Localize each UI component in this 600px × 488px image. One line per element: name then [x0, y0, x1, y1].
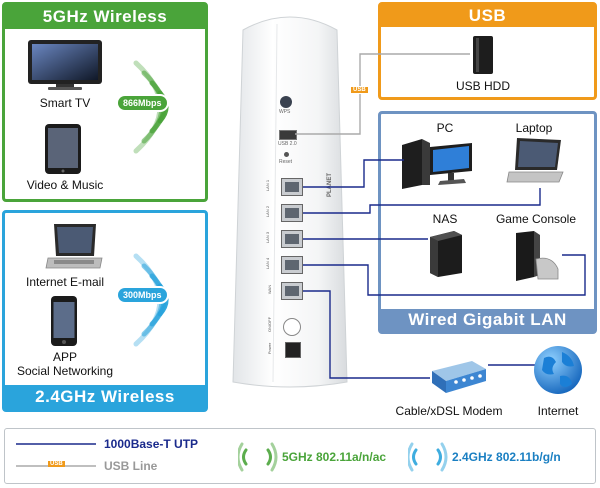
speed-badge-300: 300Mbps: [118, 288, 167, 302]
tablet-icon: [45, 124, 81, 174]
power-switch[interactable]: [283, 318, 301, 336]
modem-label: Cable/xDSL Modem: [395, 404, 503, 418]
legend-5ghz-label: 5GHz 802.11a/n/ac: [282, 450, 387, 464]
usb-port[interactable]: [279, 130, 297, 140]
nas-label: NAS: [432, 212, 458, 226]
laptop-label: Laptop: [515, 121, 553, 135]
game-console-icon: [516, 231, 559, 281]
panel-usb-title: USB: [381, 5, 594, 27]
legend-usb-label: USB Line: [104, 459, 158, 473]
smartphone-icon: [51, 296, 77, 346]
lan1-port[interactable]: [281, 178, 303, 196]
wps-button[interactable]: [280, 96, 292, 108]
panel-24ghz-title: 2.4GHz Wireless: [5, 385, 205, 409]
laptop-icon: [45, 224, 103, 269]
panel-5ghz-wireless: 5GHz Wireless: [2, 2, 208, 202]
smart-tv-label: Smart TV: [39, 96, 91, 110]
legend-utp-label: 1000Base-T UTP: [104, 437, 199, 451]
internet-label: Internet: [537, 404, 579, 418]
nas-icon: [430, 231, 462, 277]
lan2-port[interactable]: [281, 204, 303, 222]
usb-tag: USB: [350, 86, 369, 94]
panel-5ghz-title: 5GHz Wireless: [5, 5, 205, 29]
usb-hdd-label: USB HDD: [455, 79, 510, 93]
wan-cable: [303, 290, 430, 379]
legend-box: [4, 428, 596, 484]
social-networking-label: Social Networking: [16, 364, 114, 378]
legend-5ghz-waves-icon: [238, 442, 278, 472]
video-music-label: Video & Music: [26, 178, 104, 192]
lan3-port[interactable]: [281, 230, 303, 248]
usb-line: [295, 53, 470, 135]
router-device: [232, 16, 348, 388]
wan-port[interactable]: [281, 282, 303, 300]
lan4-port[interactable]: [281, 256, 303, 274]
reset-button[interactable]: [284, 152, 289, 157]
usb-hdd-icon: [473, 36, 493, 74]
lan2-cable: [303, 188, 541, 214]
legend-24ghz-label: 2.4GHz 802.11b/g/n: [452, 450, 561, 464]
panel-24ghz-wireless: 2.4GHz Wireless: [2, 210, 208, 412]
legend-24ghz-waves-icon: [408, 442, 448, 472]
wps-label: WPS: [279, 109, 291, 115]
lan4-cable: [303, 254, 586, 296]
panel-lan-title: Wired Gigabit LAN: [381, 309, 594, 331]
pc-label: PC: [436, 121, 454, 135]
modem-icon: [432, 361, 486, 393]
legend-usb-tag: USB: [48, 461, 65, 467]
laptop-lan-icon: [506, 138, 564, 183]
legend-utp-line: [16, 443, 96, 445]
smart-tv-icon: [28, 40, 102, 90]
game-console-label: Game Console: [495, 212, 577, 226]
reset-label: Reset: [279, 159, 293, 165]
internet-email-label: Internet E-mail: [25, 275, 105, 289]
internet-globe-icon: [534, 346, 582, 394]
app-label: APP: [52, 350, 77, 364]
panel-usb: USB: [378, 2, 597, 100]
usb-port-label: USB 2.0: [278, 141, 297, 147]
lan1-cable: [303, 159, 404, 188]
pc-icon: [402, 139, 472, 189]
power-jack[interactable]: [285, 342, 301, 358]
speed-badge-866: 866Mbps: [118, 96, 167, 110]
